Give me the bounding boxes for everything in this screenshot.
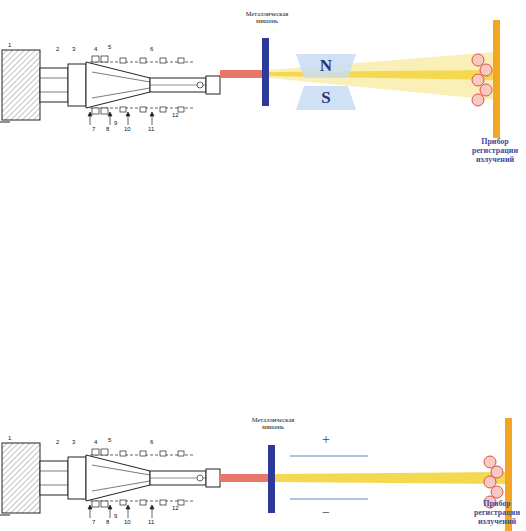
detector-label: Прибор регистрации излучений — [466, 138, 524, 164]
callout-number: 2 — [56, 439, 59, 446]
callout-number: 9 — [114, 513, 117, 520]
callout-number: 7 — [92, 126, 95, 133]
callout-number: 5 — [108, 437, 111, 444]
magnet-pole: N — [294, 54, 358, 78]
callout-number: 11 — [148, 519, 154, 526]
callout-number: 3 — [72, 46, 75, 53]
callout-number: 8 — [106, 519, 109, 526]
callout-number: 12 — [172, 505, 179, 512]
callout-number: 11 — [148, 126, 154, 133]
callout-number: 10 — [124, 519, 131, 526]
callout-number: 4 — [94, 46, 97, 53]
callout-number: 6 — [150, 46, 153, 53]
callout-number: 3 — [72, 439, 75, 446]
target-label: Металлическая мишень — [242, 416, 304, 430]
callout-number: 8 — [106, 126, 109, 133]
callout-number: 5 — [108, 44, 111, 51]
callout-number: 7 — [92, 519, 95, 526]
callout-number: 9 — [114, 120, 117, 127]
plate-sign: − — [322, 505, 336, 520]
callout-number: 1 — [8, 42, 11, 49]
pole-letter: N — [320, 56, 332, 76]
magnet-pole: S — [294, 86, 358, 110]
callout-number: 10 — [124, 126, 131, 133]
plate-sign: + — [322, 432, 336, 447]
detector-label: Прибор регистрации излучений — [470, 500, 524, 526]
target-label: Металлическая мишень — [236, 10, 298, 24]
callout-number: 12 — [172, 112, 179, 119]
callout-number: 2 — [56, 46, 59, 53]
callout-number: 1 — [8, 435, 11, 442]
callout-number: 6 — [150, 439, 153, 446]
callout-number: 4 — [94, 439, 97, 446]
pole-letter: S — [321, 88, 330, 108]
